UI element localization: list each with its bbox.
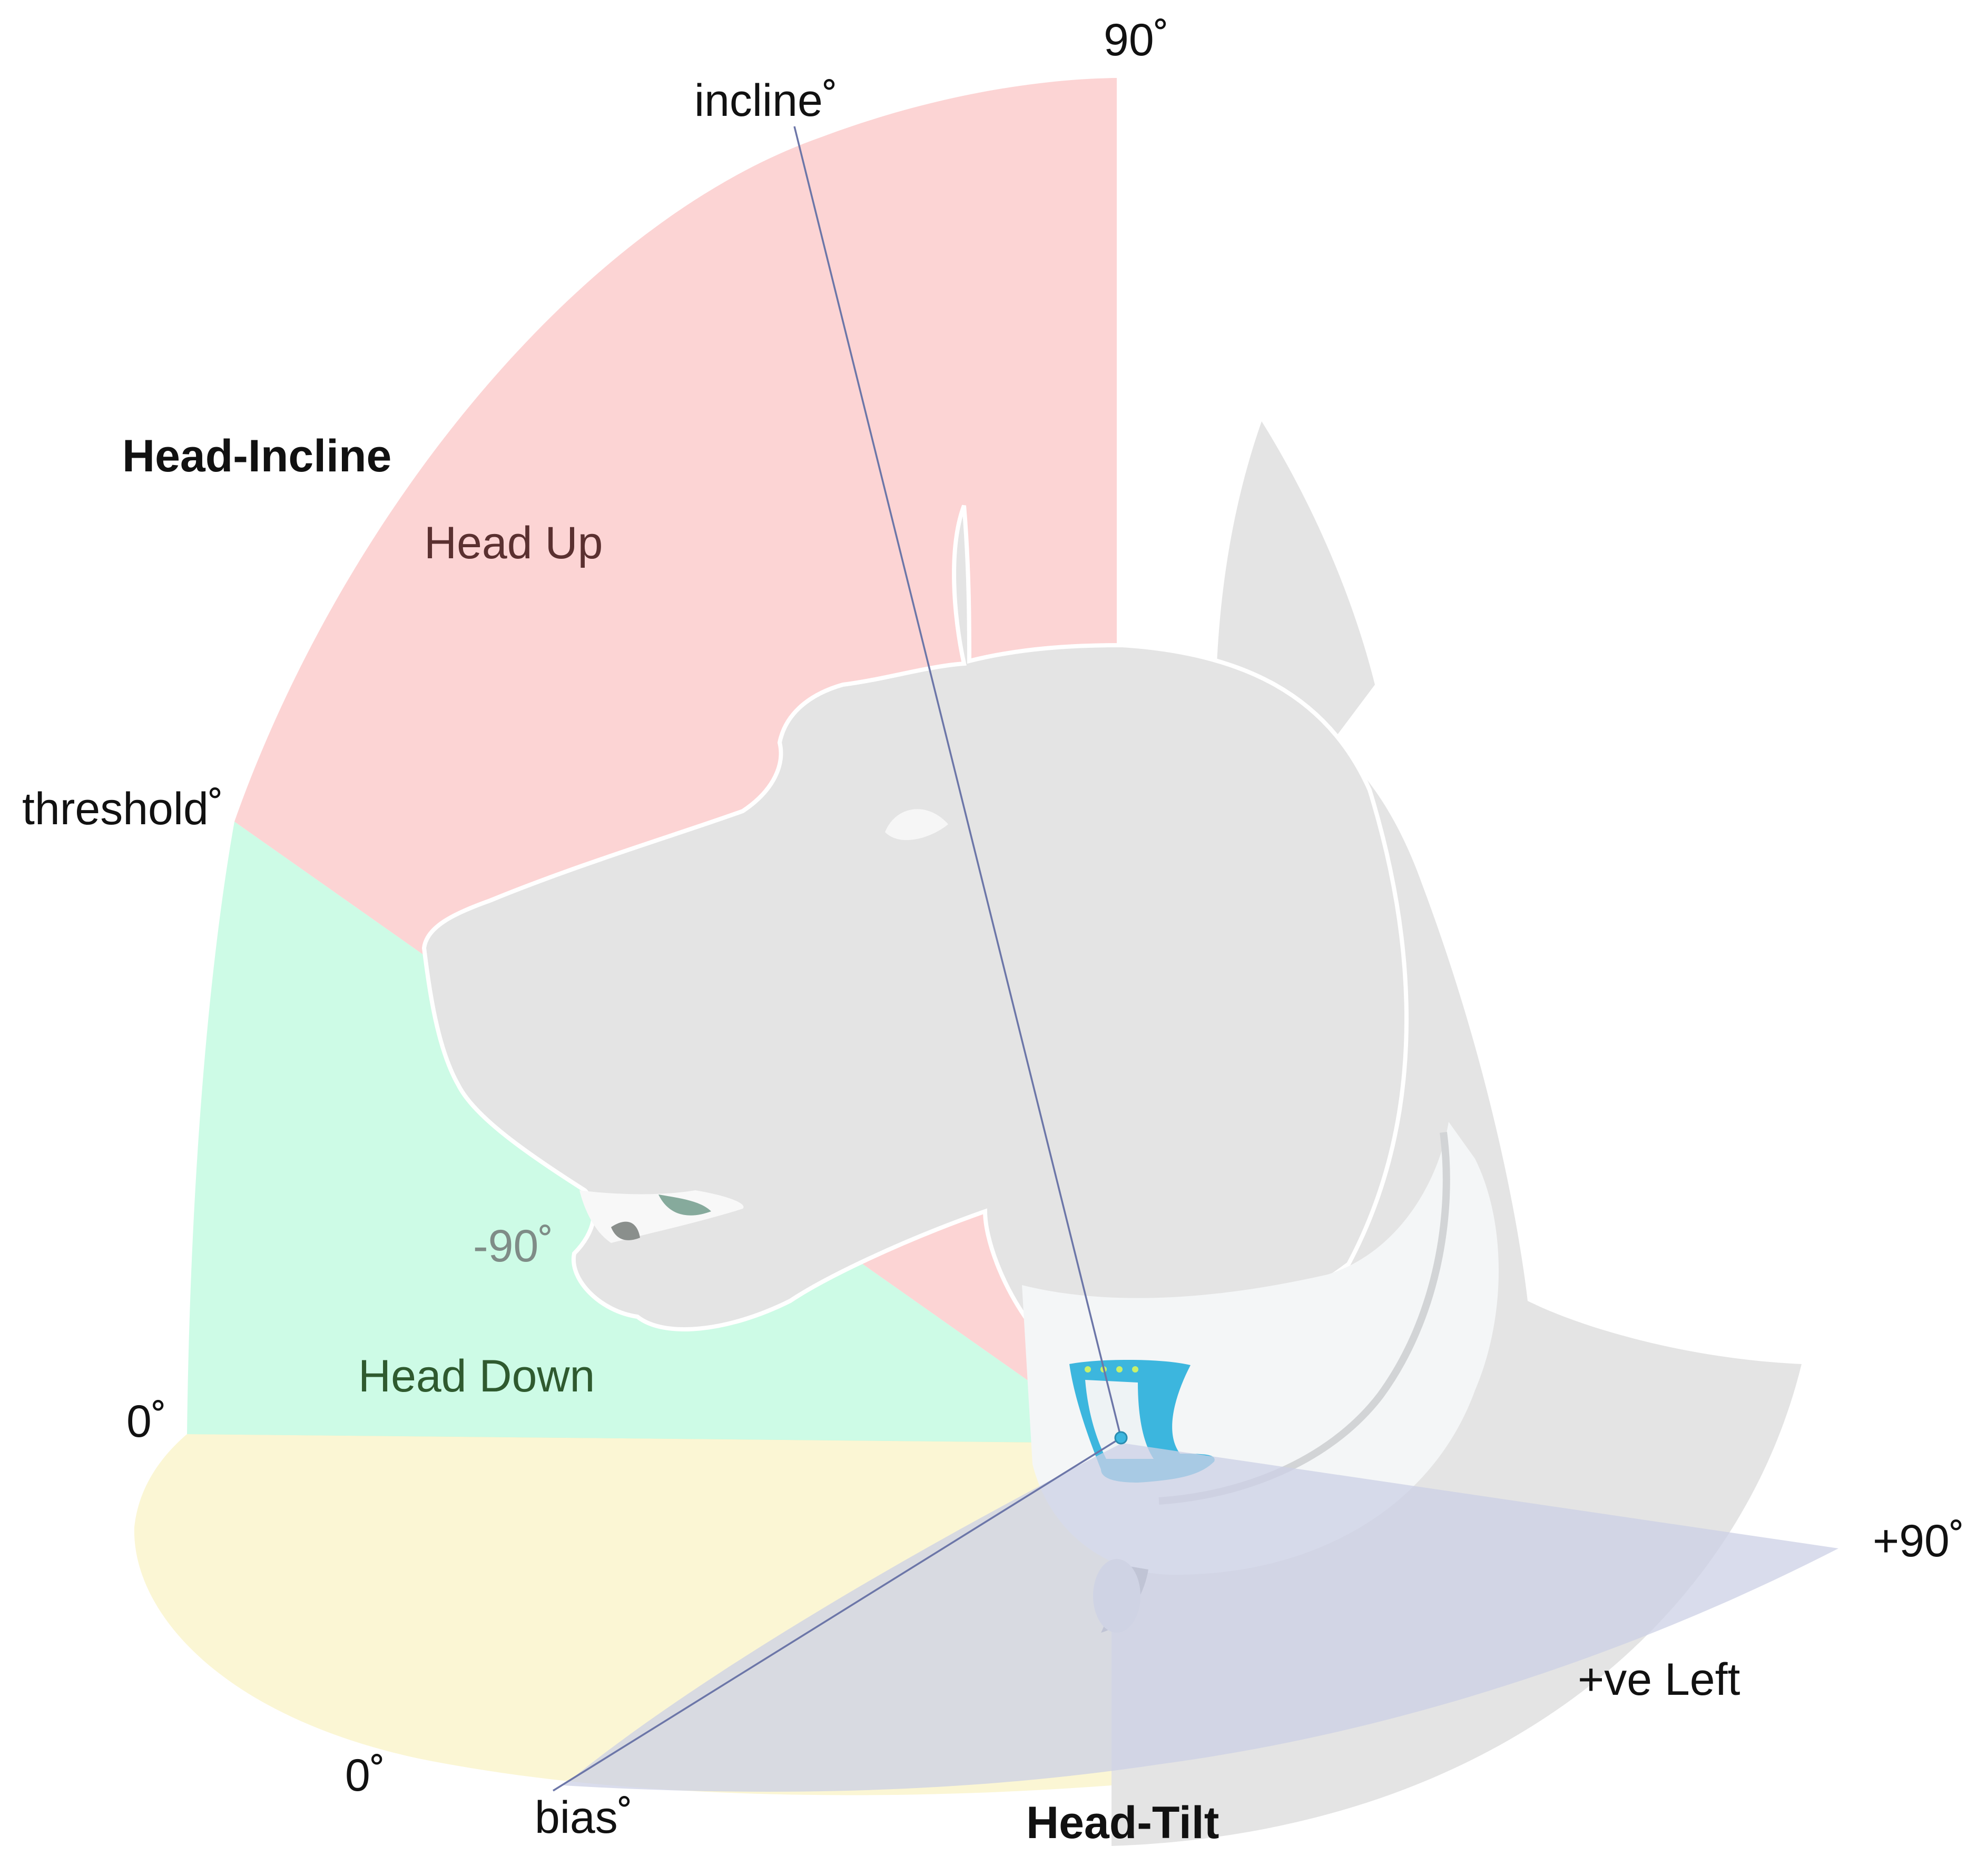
tilt-pos-90-label: +90˚ [1873, 1516, 1965, 1566]
tilt-positive-left-label: +ve Left [1578, 1654, 1740, 1705]
dog-tooth-shadow [611, 1221, 640, 1240]
sensor-led [1085, 1366, 1091, 1373]
head-tilt-title: Head-Tilt [1026, 1798, 1219, 1848]
threshold-angle-label: threshold˚ [22, 784, 223, 834]
sensor-led [1116, 1366, 1123, 1373]
head-incline-title: Head-Incline [122, 431, 391, 481]
bias-indicator-line [553, 1437, 1122, 1792]
incline-indicator-line [793, 126, 1122, 1438]
incline-angle-label: incline˚ [694, 75, 838, 126]
sensor-window [1085, 1380, 1154, 1459]
dog-head [421, 505, 1409, 1347]
neg-90-angle-label: -90˚ [473, 1221, 554, 1271]
dog-tongue [658, 1194, 711, 1216]
bias-angle-label: bias˚ [535, 1792, 633, 1843]
head-down-label: Head Down [358, 1351, 595, 1401]
head-tilt-zone [564, 1443, 1838, 1792]
dog-eye [885, 809, 948, 841]
sensor-origin-point [1114, 1431, 1128, 1445]
incline-zero-label: 0˚ [126, 1396, 166, 1447]
head-up-label: Head Up [424, 518, 603, 568]
sensor-led [1132, 1366, 1138, 1373]
tilt-zero-label: 0˚ [345, 1750, 385, 1801]
angle-90-label: 90˚ [1104, 15, 1169, 65]
dog-right-ear [1217, 421, 1375, 748]
